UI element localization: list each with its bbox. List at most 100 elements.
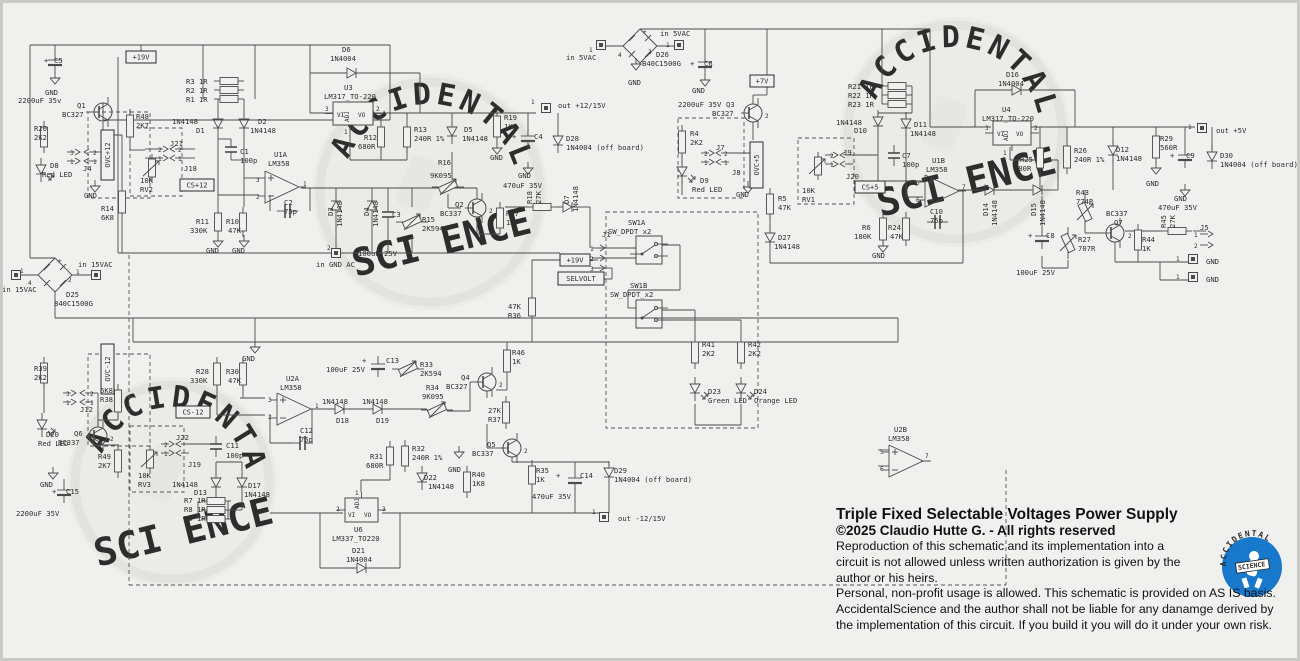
schematic-label: R21 1R (848, 82, 875, 91)
capacitor-C11 (210, 436, 222, 457)
schematic-label: GND (872, 251, 885, 260)
capacitor-C9 (1178, 147, 1192, 168)
schematic-label: D3 (326, 207, 335, 216)
schematic-label: SW_DPDT_x2 (610, 290, 653, 299)
schematic-label: 2 (178, 147, 182, 154)
schematic-label: + (556, 471, 561, 480)
gnd-symbol (742, 181, 754, 194)
schematic-label: D7 (562, 195, 571, 204)
schematic-label: 4 (618, 52, 622, 59)
io-port (1188, 272, 1198, 282)
gnd-symbol (522, 162, 534, 175)
net-tag-CS+5: CS+5 (854, 180, 886, 194)
schematic-label: 1 (590, 246, 594, 253)
resistor-R37 (502, 396, 510, 429)
schematic-label: R24 (888, 223, 901, 232)
schematic-label: R41 (702, 340, 715, 349)
schematic-label: + (1170, 151, 1175, 160)
schematic-label: 707R (1078, 244, 1096, 253)
schematic-label: 27K (488, 406, 502, 415)
schematic-label: 1N4148 (322, 397, 348, 406)
schematic-label: R18 (525, 191, 534, 204)
schematic-label: 9K095 (422, 392, 444, 401)
schematic-label: R27 (1078, 235, 1091, 244)
switch-SW1B (630, 299, 668, 329)
trimmer-resistor-R43 (1076, 196, 1094, 228)
schematic-label: C9 (1186, 151, 1195, 160)
resistor-R48 (126, 109, 134, 143)
schematic-label: 2 (1128, 233, 1132, 240)
led-D23 (689, 377, 709, 401)
svg-text:OVC-12: OVC-12 (104, 356, 112, 381)
schematic-label: 680R (358, 142, 376, 151)
schematic-label: D30 (1220, 151, 1233, 160)
resistor-R38 (114, 384, 122, 418)
schematic-label: 1N4148 (1038, 200, 1047, 226)
schematic-label: 1 (20, 268, 24, 275)
schematic-label: in 5VAC (660, 29, 690, 38)
capacitor-C15 (57, 482, 71, 503)
schematic-label: 3 (268, 397, 272, 404)
schematic-label: 2 (590, 256, 594, 263)
schematic-label: 1N4148 (172, 117, 198, 126)
schematic-label: 27K (534, 190, 543, 204)
resistor-R13 (403, 121, 411, 153)
schematic-label: in GND AC (316, 260, 355, 269)
schematic-label: R7 1R (184, 496, 206, 505)
resistor-R20 (40, 121, 48, 153)
diode-D1 (212, 112, 224, 136)
resistor-R7 (201, 497, 231, 505)
diode-D10 (872, 110, 884, 134)
diode-D17 (236, 471, 248, 495)
io-port (674, 40, 684, 50)
diode-D19 (366, 403, 390, 415)
schematic-label: VO (1016, 131, 1024, 138)
schematic-label: 1N4148 (836, 118, 862, 127)
schematic-label: + (512, 132, 517, 141)
schematic-label: R5 (778, 194, 787, 203)
io-port (599, 512, 609, 522)
schematic-label: D8 (50, 161, 59, 170)
schematic-label: 1N4148 (910, 129, 936, 138)
schematic-label: 1K8 (504, 122, 517, 131)
schematic-label: C11 (226, 441, 239, 450)
schematic-label: Q5 (487, 440, 496, 449)
trimmer-resistor-R15 (396, 213, 428, 231)
schematic-label: GND (1174, 194, 1187, 203)
schematic-label: SW_DPDT_x2 (608, 227, 651, 236)
resistor-R18 (527, 203, 557, 211)
svg-text:+7V: +7V (756, 78, 769, 86)
schematic-label: 3 (382, 506, 386, 513)
io-port (91, 270, 101, 280)
schematic-label: GND (232, 246, 245, 255)
schematic-label: RV3 (138, 480, 151, 489)
schematic-label: C1 (240, 147, 249, 156)
schematic-label: ADJ (354, 498, 361, 509)
schematic-label: 3 (256, 177, 260, 184)
schematic-label: R11 (196, 217, 209, 226)
schematic-label: 1N4148 (428, 482, 454, 491)
io-port (11, 270, 21, 280)
svg-text:CS-12: CS-12 (182, 409, 203, 417)
schematic-label: 2 (256, 194, 260, 201)
schematic-label: 47K (228, 376, 242, 385)
svg-text:+19V: +19V (133, 54, 151, 62)
schematic-label: 100p (226, 451, 243, 460)
schematic-label: D26 (656, 50, 669, 59)
resistor-R1 (214, 95, 244, 103)
schematic-label: 6K8 (100, 386, 113, 395)
schematic-label: D16 (1006, 70, 1019, 79)
io-port (596, 40, 606, 50)
schematic-label: 4 (28, 280, 32, 287)
io-port (1188, 254, 1198, 264)
schematic-label: C7 (902, 151, 911, 160)
resistor-R40 (463, 466, 471, 498)
schematic-label: 470uF 35V (1158, 203, 1198, 212)
diode-D4 (366, 193, 378, 217)
schematic-label: + (690, 59, 695, 68)
schematic-label: D13 (194, 488, 207, 497)
schematic-label: LM358 (280, 383, 302, 392)
schematic-label: LM317_TO-220 (324, 92, 376, 101)
schematic-label: 1 (1176, 256, 1180, 263)
